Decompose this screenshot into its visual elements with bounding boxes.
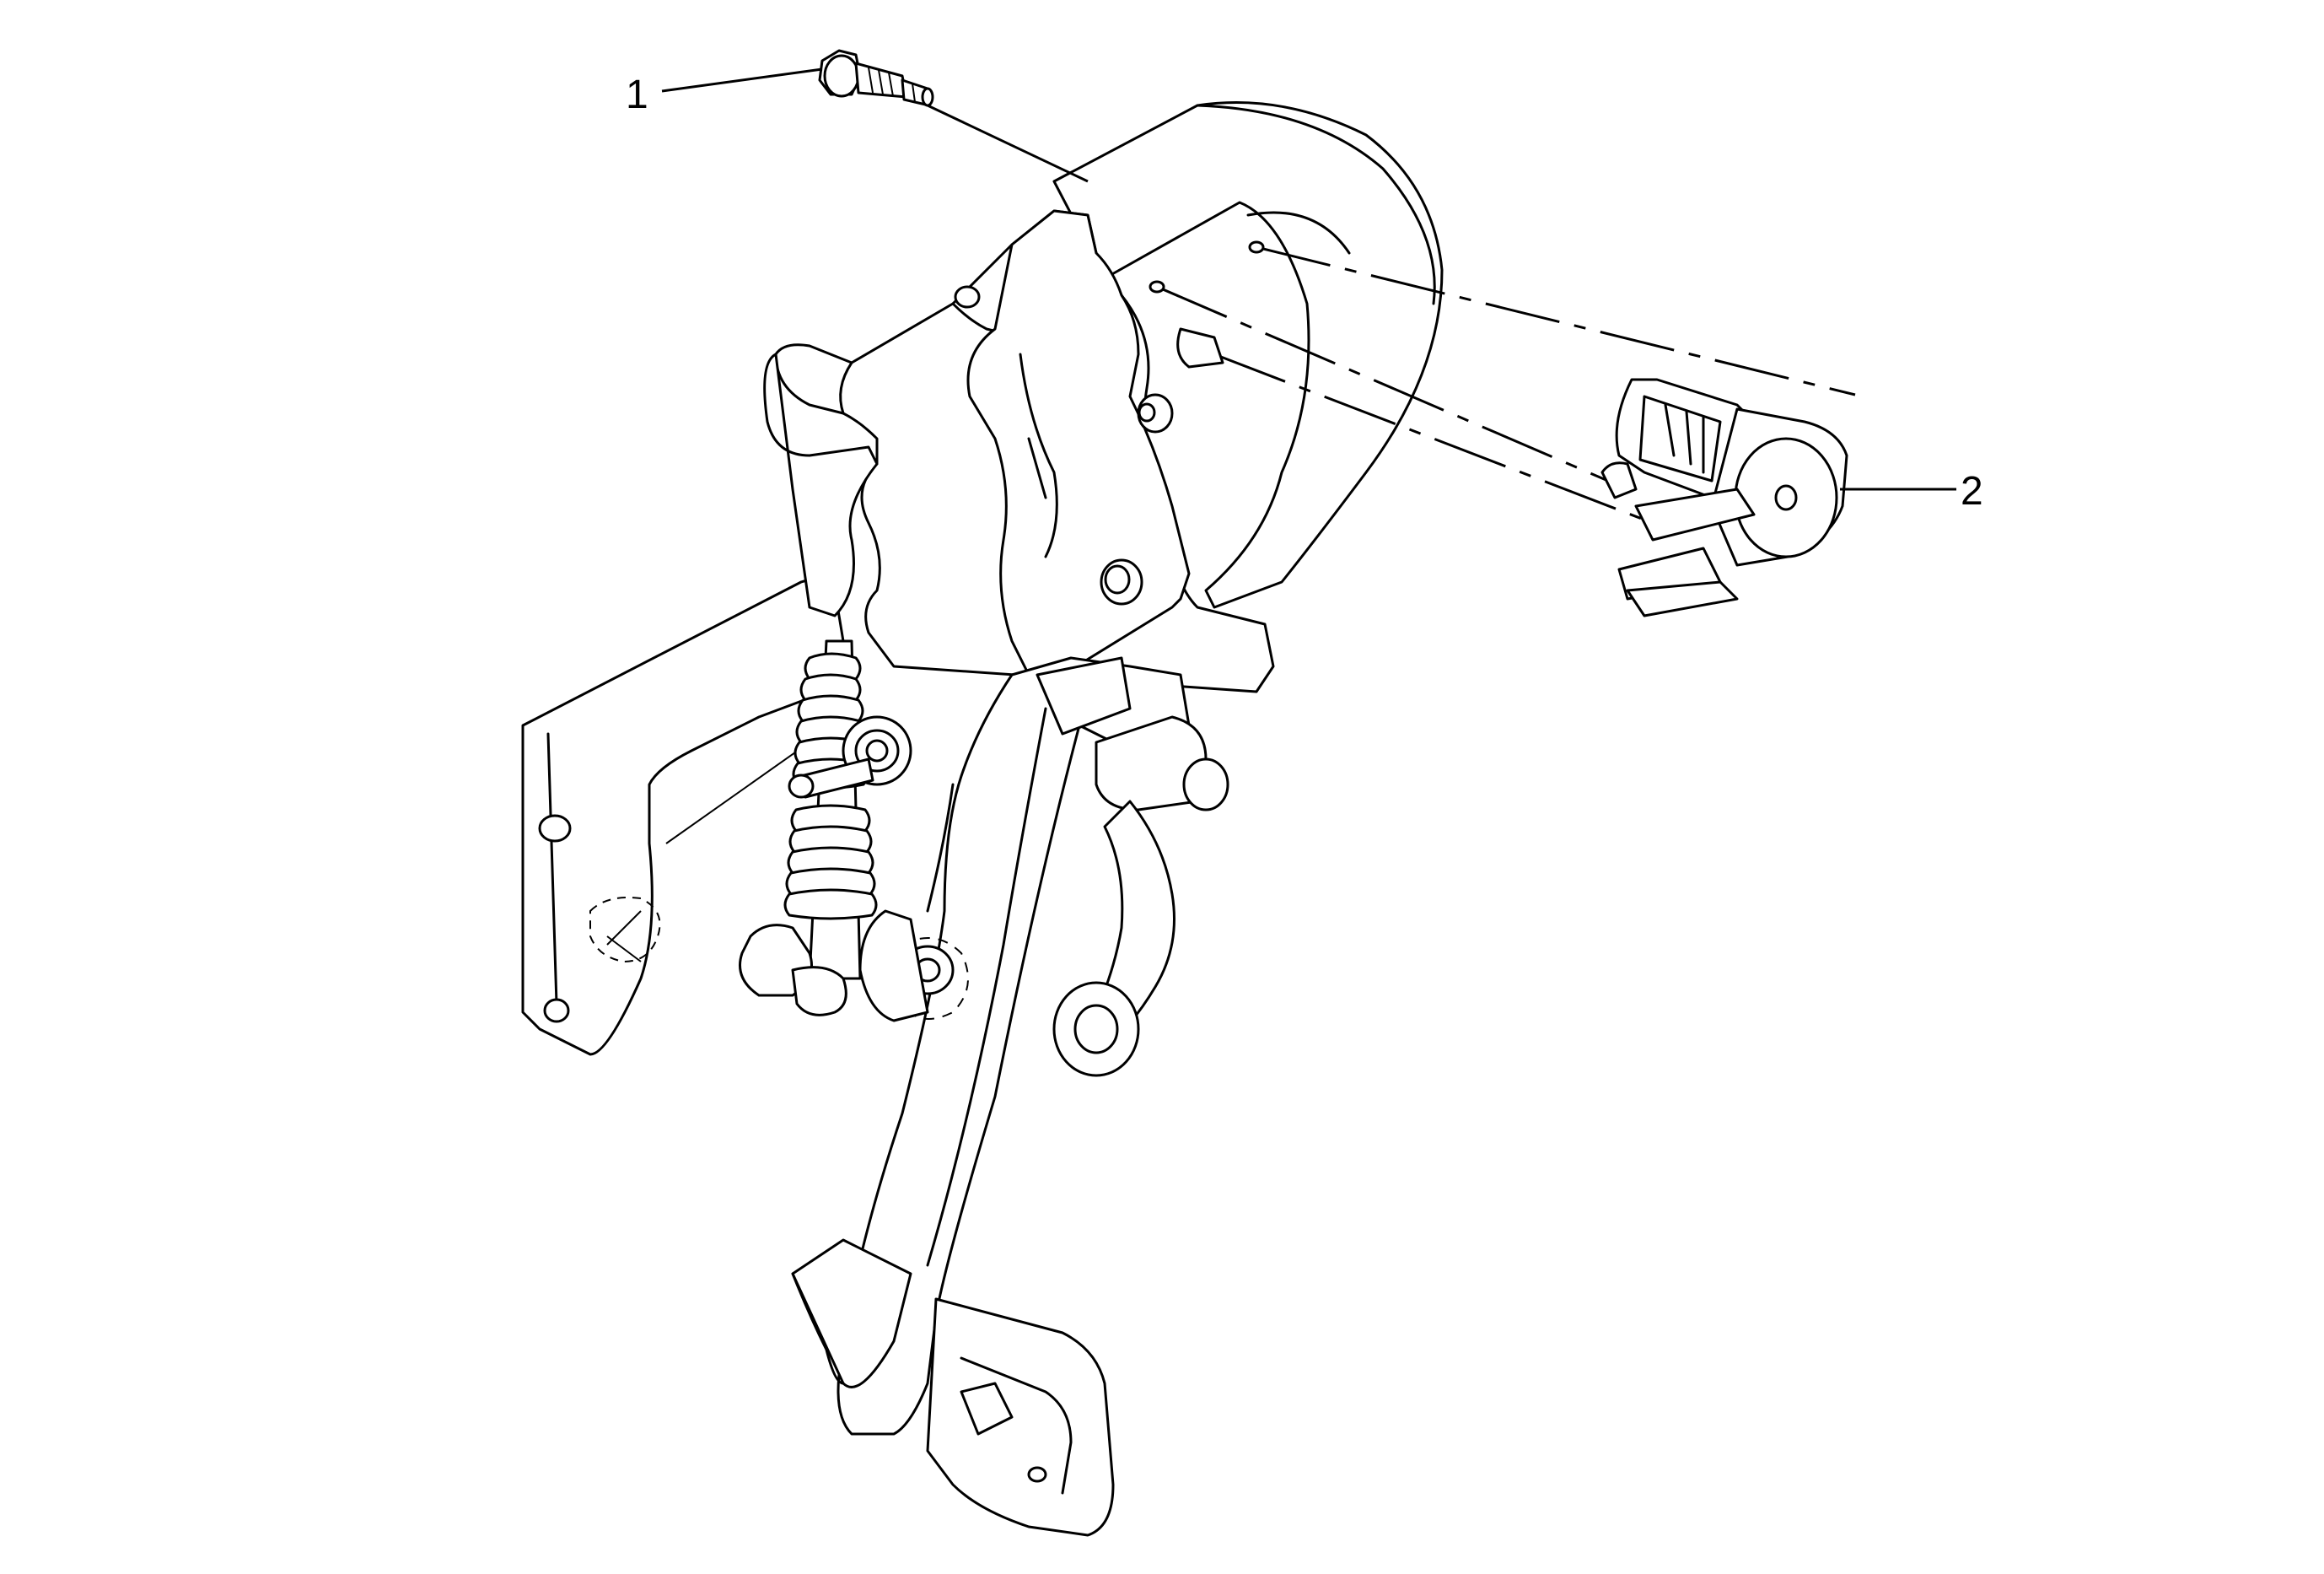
sensor-icon <box>1600 378 1848 617</box>
alignment-lines <box>927 104 1856 525</box>
callout-label: 1 <box>626 73 648 117</box>
return-spring <box>739 639 912 1016</box>
pedal-arm <box>791 656 1191 1537</box>
callout-label: 2 <box>1961 469 1983 514</box>
callout-2: 2 <box>1840 469 1983 514</box>
callout-1: 1 <box>626 67 823 117</box>
pedal-bracket <box>521 101 1444 1056</box>
pivot-assembly <box>858 656 1229 1077</box>
bolt-icon <box>818 49 934 107</box>
